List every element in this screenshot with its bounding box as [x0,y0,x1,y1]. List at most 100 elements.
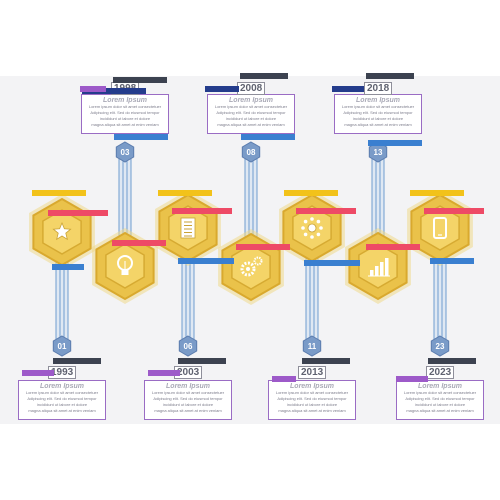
milestone-description-line: Adipiscing elit. Sed do eiusmod tempor [27,396,97,401]
gear-small [253,256,263,266]
sun-ray [310,217,314,221]
hexagon-node [279,190,345,266]
annotation-tag [52,264,84,270]
milestone-badge: 11 [302,335,322,357]
hexagon-node [92,228,158,304]
milestone-title: Lorem Ipsum [166,383,210,390]
milestone-description-line: Lorem ipsum dolor sit amet consectetuer [25,390,99,395]
annotation-tag [410,190,464,196]
hexagon-node [345,228,411,304]
annotation-tag [82,88,146,94]
milestone-description-line: incididunt ut labore et dolore [162,402,214,407]
hexagon-node [407,190,473,266]
milestone-description-line: magna aliqua sit amet at enim veniam [91,122,159,127]
sun-ray [303,232,308,237]
milestone-description-line: Adipiscing elit. Sed do eiusmod tempor [277,396,347,401]
milestone-description-line: Lorem ipsum dolor sit amet consectetuer [151,390,225,395]
hexagon-node [155,190,221,266]
sun-ray [310,235,314,239]
chart-bar [380,262,384,276]
badge-number: 13 [374,148,383,157]
annotation-tag [366,73,414,79]
milestone-description-line: magna aliqua sit amet at enim veniam [28,408,96,413]
milestone-description-line: incididunt ut labore et dolore [414,402,466,407]
annotation-tag [284,190,338,196]
annotation-tag [178,258,234,264]
milestone-description-line: Adipiscing elit. Sed do eiusmod tempor [405,396,475,401]
smartphone-icon [433,217,447,239]
badge-hexagon [430,335,450,357]
milestone-title: Lorem Ipsum [356,97,400,104]
milestone-description-line: Adipiscing elit. Sed do eiusmod tempor [153,396,223,401]
chart-bar [385,258,389,276]
milestone-description-line: magna aliqua sit amet at enim veniam [217,122,285,127]
milestone-description-line: magna aliqua sit amet at enim veniam [344,122,412,127]
milestone-badge: 06 [178,335,198,357]
milestone-description-line: incididunt ut labore et dolore [36,402,88,407]
milestone-description-line: magna aliqua sit amet at enim veniam [154,408,222,413]
annotation-tag [240,73,288,79]
milestone-description-line: incididunt ut labore et dolore [286,402,338,407]
milestone-description-line: Adipiscing elit. Sed do eiusmod tempor [343,110,413,115]
sun-ray [301,226,305,230]
badge-hexagon [178,335,198,357]
sun-ray [316,219,321,224]
sun-ray [303,219,308,224]
milestone-year: 2013 [298,366,327,379]
badge-number: 11 [308,342,317,351]
annotation-tag [296,208,356,214]
annotation-tag [172,208,232,214]
milestone-description-line: Adipiscing elit. Sed do eiusmod tempor [90,110,160,115]
sun-ray [319,226,323,230]
milestone-title: Lorem Ipsum [418,383,462,390]
annotation-tag [114,134,168,140]
annotation-tag [332,86,364,92]
milestone-title: Lorem Ipsum [290,383,334,390]
annotation-tag [368,140,422,146]
star-shape [52,221,72,241]
document-icon [180,217,196,239]
chart-bar [375,266,379,276]
milestone-description-line: incididunt ut labore et dolore [352,116,404,121]
badge-hexagon [52,335,72,357]
sun-ray [316,232,321,237]
hexagon-node [29,194,95,270]
annotation-tag [32,190,86,196]
milestone-description-line: Lorem ipsum dolor sit amet consectetuer [214,104,288,109]
phone-body [433,217,447,239]
gear-large [240,261,256,277]
milestone-badge: 01 [52,335,72,357]
milestone-description-line: Adipiscing elit. Sed do eiusmod tempor [216,110,286,115]
gears-icon [240,256,263,277]
annotation-tag [302,358,350,364]
annotation-tag [148,370,180,376]
annotation-tag [48,210,108,216]
hexagon-inner [231,244,271,290]
badge-number: 23 [436,342,445,351]
chart-bar [370,270,374,276]
bulb-base [121,270,129,275]
milestone-description-line: Lorem ipsum dolor sit amet consectetuer [88,104,162,109]
milestone-description-line: incididunt ut labore et dolore [99,116,151,121]
milestone-description-line: Lorem ipsum dolor sit amet consectetuer [403,390,477,395]
annotation-tag [304,260,360,266]
badge-hexagon [302,335,322,357]
badge-hexagon [368,141,388,163]
bar-chart-icon [368,258,390,277]
milestone-badge: 08 [241,141,261,163]
lightbulb-icon [117,255,133,275]
annotation-tag [178,358,226,364]
milestone-year: 1993 [48,366,77,379]
annotation-tag [424,208,484,214]
badge-hexagon [241,141,261,163]
milestone-title: Lorem Ipsum [229,97,273,104]
sun-icon [301,217,323,239]
milestone-description-line: magna aliqua sit amet at enim veniam [278,408,346,413]
milestone-description-line: incididunt ut labore et dolore [225,116,277,121]
badge-number: 01 [58,342,67,351]
